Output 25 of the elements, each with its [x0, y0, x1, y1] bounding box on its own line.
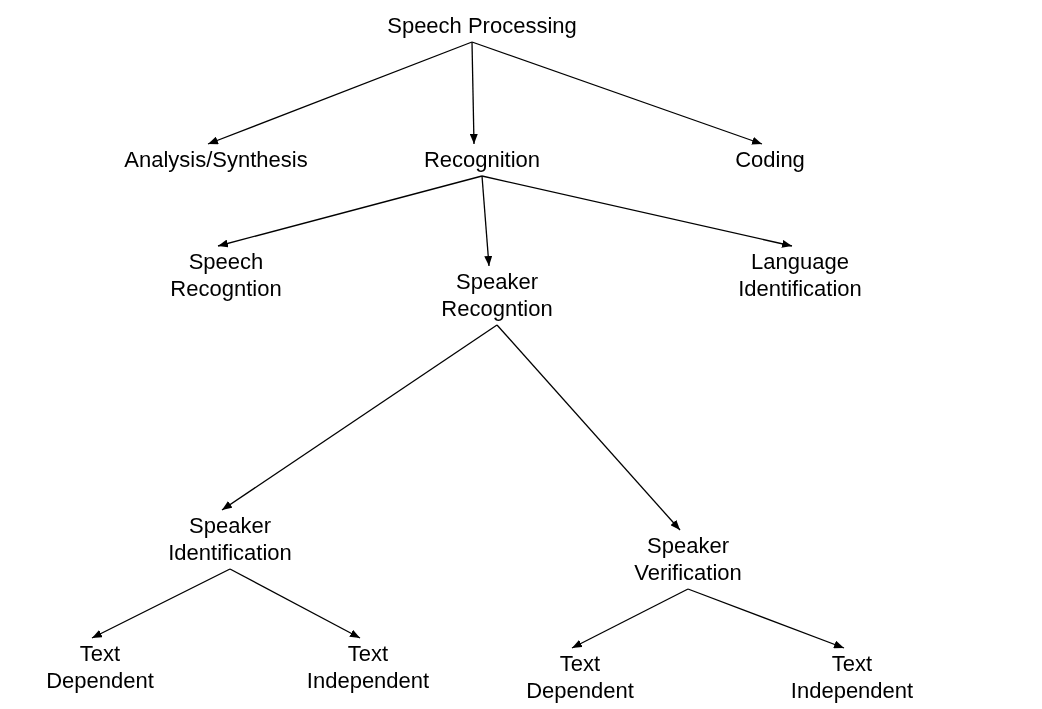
node-label: Text Dependent — [525, 650, 635, 704]
arrow — [91, 568, 231, 639]
node-label: Recognition — [422, 146, 542, 173]
arrow — [496, 324, 681, 531]
arrow — [481, 175, 793, 248]
node-label: Speech Processing — [386, 12, 578, 39]
node-label: Speaker Recogntion — [440, 268, 554, 322]
node-label: Analysis/Synthesis — [123, 146, 309, 173]
arrow — [221, 324, 498, 511]
node-label: Text Dependent — [45, 640, 155, 694]
arrow — [471, 41, 763, 145]
node-label: Speaker Identification — [167, 512, 293, 566]
arrow — [481, 175, 493, 267]
arrow — [469, 41, 478, 145]
arrow — [687, 588, 845, 649]
arrow — [207, 41, 473, 145]
node-label: Text Independent — [789, 650, 915, 704]
node-label: Speaker Verification — [633, 532, 743, 586]
node-label: Text Independent — [305, 640, 431, 694]
arrow — [229, 568, 361, 639]
node-label: Speech Recogntion — [169, 248, 283, 302]
node-label: Language Identification — [737, 248, 863, 302]
node-label: Coding — [734, 146, 806, 173]
arrow — [217, 175, 483, 248]
arrow — [571, 588, 689, 649]
